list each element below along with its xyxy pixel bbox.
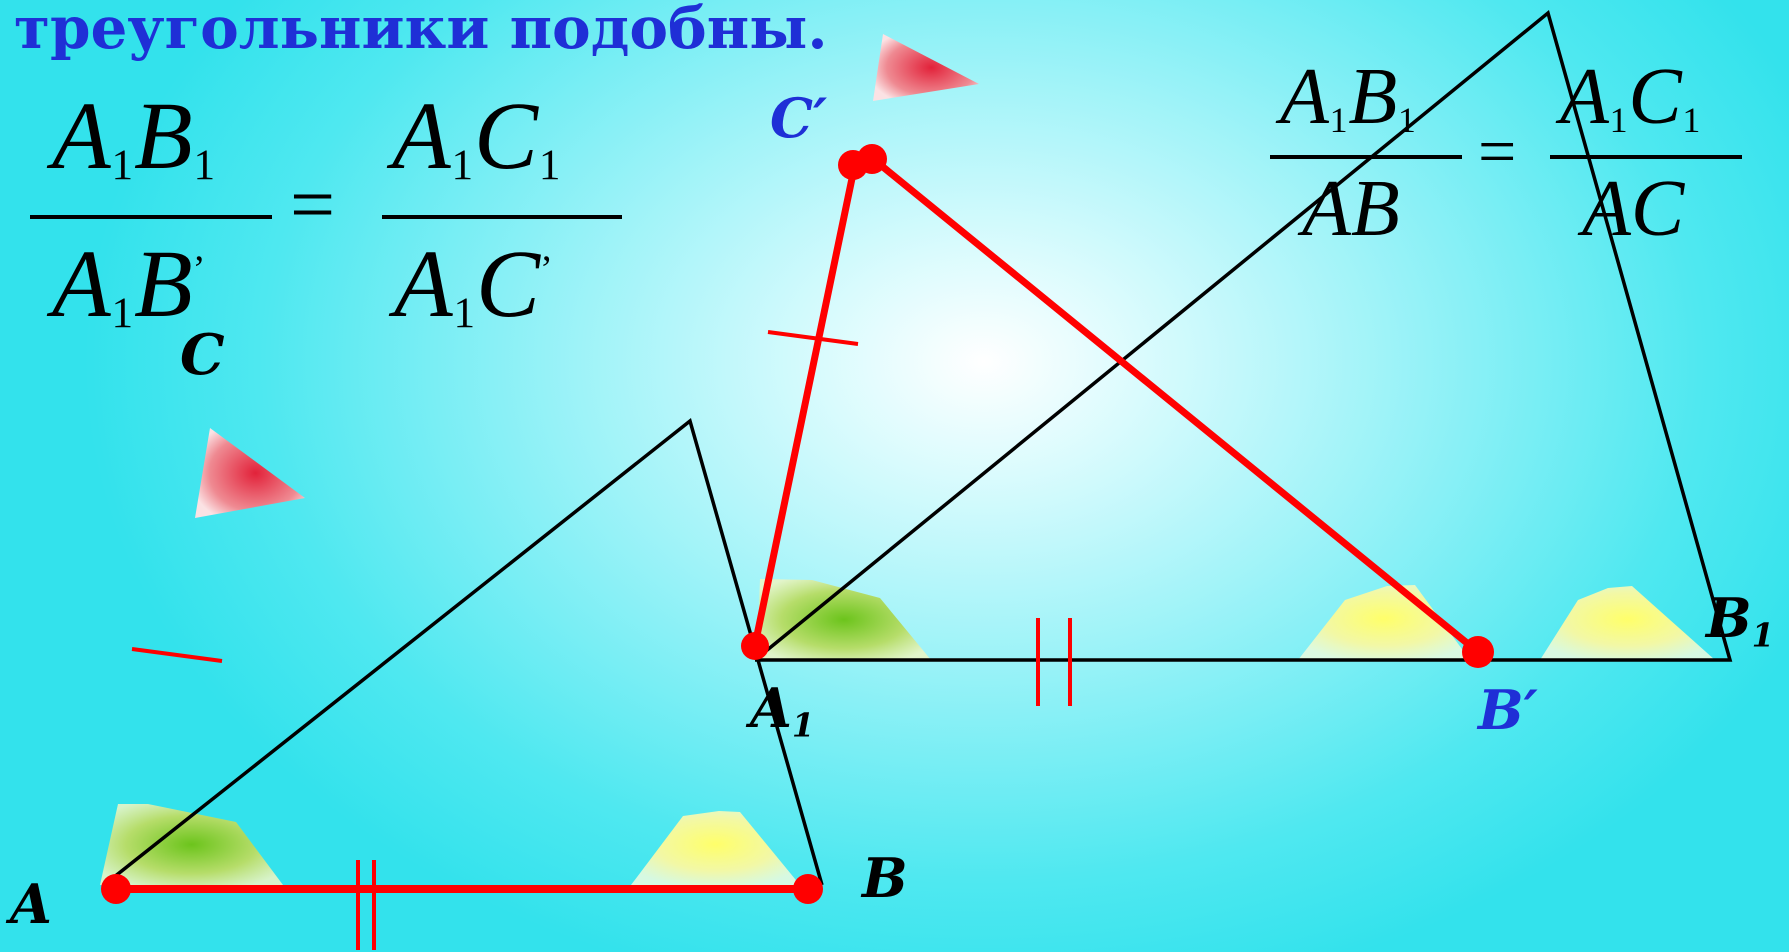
fraction-bar [30, 215, 272, 219]
frac-sub: 1 [1682, 100, 1701, 140]
equals-sign-right: = [1478, 113, 1517, 189]
label-a1-letter: A [750, 676, 792, 740]
angle-marker-b [631, 811, 800, 885]
label-c: C [180, 322, 225, 388]
frac-sub: 1 [111, 141, 134, 189]
frac-sym: A [1280, 53, 1329, 141]
point-a [101, 874, 131, 904]
segment-cprime-bprime [869, 155, 1481, 655]
frac-sym: A [1560, 53, 1609, 141]
formula-right-rhs: A1C1 AC [1550, 52, 1750, 262]
tick-a1-cprime [767, 330, 859, 346]
frac-sym: B [133, 230, 193, 337]
label-b1-letter: B [1706, 586, 1752, 650]
frac-sub: 1 [453, 289, 476, 337]
angle-marker-a [100, 804, 283, 885]
formula-left-lhs: A1B1 A1B’ [30, 80, 275, 337]
frac-prime: ’ [192, 248, 206, 291]
label-b-prime: B′ [1478, 678, 1538, 742]
frac-sub: 1 [111, 289, 134, 337]
frac-sym: A [392, 82, 451, 189]
triangle-abc-outline [102, 418, 824, 887]
angle-marker-b1 [1540, 586, 1715, 660]
label-a: A [10, 872, 52, 936]
equals-sign-left: = [290, 161, 336, 249]
frac-den: AC [1582, 165, 1685, 253]
point-bprime [1462, 636, 1494, 668]
fraction-bar [382, 215, 622, 219]
label-a1-sub: 1 [791, 706, 815, 745]
label-a1: A1 [750, 676, 814, 745]
frac-prime: ’ [539, 248, 553, 291]
frac-sym: A [52, 82, 111, 189]
frac-sym: C [1628, 53, 1682, 141]
frac-sym: C [473, 82, 538, 189]
red-pointer-left [195, 428, 305, 518]
label-b1-sub: 1 [1751, 616, 1775, 655]
frac-sub: 1 [1329, 100, 1348, 140]
formula-left-rhs: A1C1 A1C’ [382, 80, 627, 337]
frac-sub: 1 [538, 141, 561, 189]
frac-sym: B [133, 82, 193, 189]
fraction-bar [1270, 155, 1462, 159]
label-b: B [862, 846, 908, 910]
formula-right-lhs: A1B1 AB [1270, 52, 1470, 262]
frac-sym: A [52, 230, 111, 337]
frac-sub: 1 [1609, 100, 1628, 140]
point-cprime-2 [857, 144, 887, 174]
angle-marker-a1 [757, 579, 931, 660]
red-pointer-top [873, 34, 979, 101]
frac-sub: 1 [451, 141, 474, 189]
angle-marker-b-prime [1298, 585, 1470, 660]
frac-den: AB [1302, 165, 1400, 253]
point-a1 [741, 632, 769, 660]
slide-title: треугольники подобны. [14, 0, 828, 62]
frac-sym: A [394, 230, 453, 337]
fraction-bar [1550, 155, 1742, 159]
frac-sym: B [1348, 53, 1398, 141]
segment-a1-cprime [751, 163, 859, 646]
label-c-prime: C′ [770, 86, 828, 150]
red-dash [131, 647, 223, 663]
label-b1: B1 [1706, 586, 1774, 655]
frac-sub: 1 [1397, 100, 1416, 140]
frac-sub: 1 [193, 141, 216, 189]
triangle-a1b1c1-outline [753, 9, 1733, 662]
point-b [793, 874, 823, 904]
frac-sym: C [475, 230, 540, 337]
